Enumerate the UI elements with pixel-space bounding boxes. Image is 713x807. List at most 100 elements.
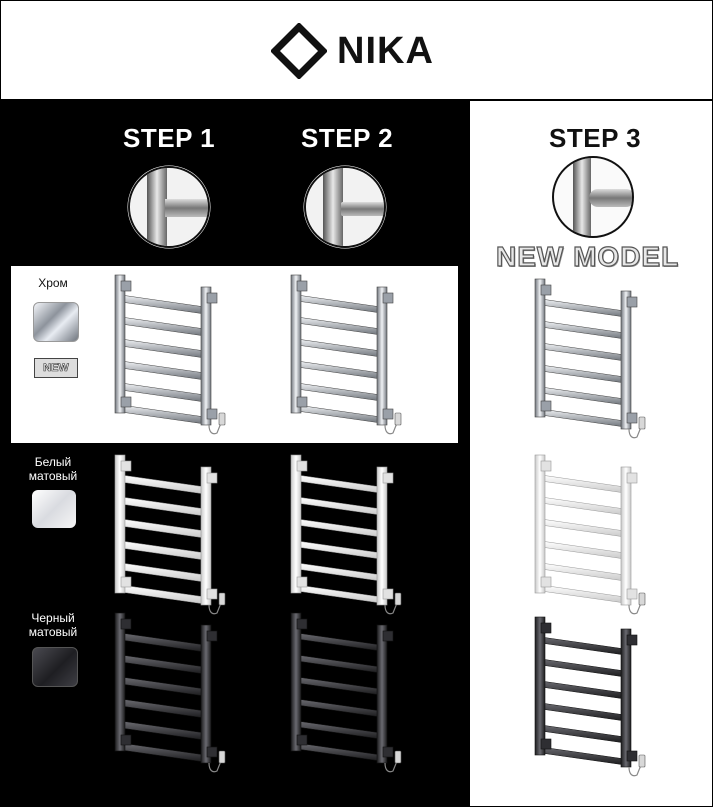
rail-post-right <box>200 624 212 764</box>
power-cord <box>384 422 398 435</box>
rail-bar <box>296 338 382 358</box>
power-plug-icon <box>218 750 226 764</box>
rail-post-left <box>290 274 302 414</box>
rail-bar <box>540 702 626 722</box>
rail-post-right <box>200 286 212 426</box>
power-cord <box>628 426 642 439</box>
step-3-joint-detail-icon <box>552 156 634 238</box>
rail-post-right <box>200 466 212 606</box>
wall-mount <box>382 746 394 758</box>
rail-bar <box>120 654 206 675</box>
wall-mount <box>540 284 552 296</box>
step-2-joint-detail-icon <box>303 165 387 249</box>
new-model-title: NEW MODEL <box>495 240 680 272</box>
rail-step3-white <box>534 454 646 615</box>
rail-step3-black <box>534 616 646 777</box>
wall-mount <box>120 280 132 292</box>
power-cord <box>628 764 642 777</box>
finish-black-label-line1: Черный <box>31 611 75 625</box>
wall-mount <box>540 622 552 634</box>
rail-bar <box>540 408 626 428</box>
rail-post-right <box>620 628 632 768</box>
wall-mount <box>540 576 552 588</box>
steps-1-2-area <box>1 101 468 806</box>
rail-bar <box>120 676 206 697</box>
power-cord <box>208 602 222 615</box>
rail-bar <box>120 518 206 539</box>
wall-mount <box>206 746 218 758</box>
rail-bar <box>540 342 626 362</box>
wall-mount <box>120 396 132 408</box>
rail-post-left <box>290 454 302 594</box>
rail-post-right <box>376 286 388 426</box>
rail-post-right <box>620 290 632 430</box>
rail-bar <box>120 474 206 495</box>
rail-bar <box>120 316 206 337</box>
finish-black-label-line2: матовый <box>28 625 78 639</box>
rail-bar <box>540 746 626 766</box>
rail-bar <box>120 338 206 359</box>
rail-step1-chrome <box>114 274 226 435</box>
power-cord <box>208 760 222 773</box>
wall-mount <box>540 460 552 472</box>
rail-bar <box>296 698 382 718</box>
rail-step1-black <box>114 612 226 773</box>
rail-bar <box>540 680 626 700</box>
power-plug-icon <box>394 412 402 426</box>
wall-mount <box>296 396 308 408</box>
black-swatch <box>32 647 78 687</box>
rail-bar <box>120 360 206 381</box>
power-plug-icon <box>638 416 646 430</box>
rail-bar <box>540 584 626 604</box>
power-plug-icon <box>638 754 646 768</box>
wall-mount <box>382 630 394 642</box>
rail-bar <box>540 496 626 516</box>
wall-mount <box>382 588 394 600</box>
rail-bar <box>120 540 206 561</box>
rail-bar <box>540 540 626 560</box>
rail-bar <box>540 386 626 406</box>
rail-post-right <box>376 624 388 764</box>
wall-mount <box>206 292 218 304</box>
wall-mount <box>626 634 638 646</box>
rail-bar <box>120 584 206 605</box>
power-plug-icon <box>394 750 402 764</box>
wall-mount <box>296 460 308 472</box>
rail-bar <box>296 742 382 762</box>
rail-bar <box>540 724 626 744</box>
rail-bar <box>120 294 206 315</box>
step-1-title: STEP 1 <box>123 123 216 153</box>
wall-mount <box>382 408 394 420</box>
rail-bar <box>540 474 626 494</box>
brand-logo: NIKA <box>271 23 434 79</box>
power-plug-icon <box>218 592 226 606</box>
wall-mount <box>206 588 218 600</box>
rail-bar <box>120 742 206 763</box>
power-plug-icon <box>638 592 646 606</box>
rail-bar <box>296 404 382 424</box>
wall-mount <box>206 472 218 484</box>
rail-post-left <box>290 612 302 752</box>
wall-mount <box>382 472 394 484</box>
wall-mount <box>120 460 132 472</box>
rail-post-right <box>376 466 388 606</box>
rail-post-left <box>534 278 546 418</box>
rail-bar <box>120 496 206 517</box>
wall-mount <box>296 280 308 292</box>
step-2-title: STEP 2 <box>301 123 394 153</box>
wall-mount <box>626 412 638 424</box>
rail-post-right <box>620 466 632 606</box>
rail-bar <box>540 298 626 318</box>
rail-bar <box>540 562 626 582</box>
rail-bar <box>296 584 382 604</box>
rail-bar <box>296 294 382 314</box>
wall-mount <box>296 734 308 746</box>
rail-bar <box>540 364 626 384</box>
rail-bar <box>296 562 382 582</box>
rail-bar <box>296 540 382 560</box>
rail-bar <box>296 496 382 516</box>
power-plug-icon <box>218 412 226 426</box>
step-1-joint-detail-icon <box>127 165 211 249</box>
rail-step2-chrome <box>290 274 402 435</box>
wall-mount <box>296 576 308 588</box>
